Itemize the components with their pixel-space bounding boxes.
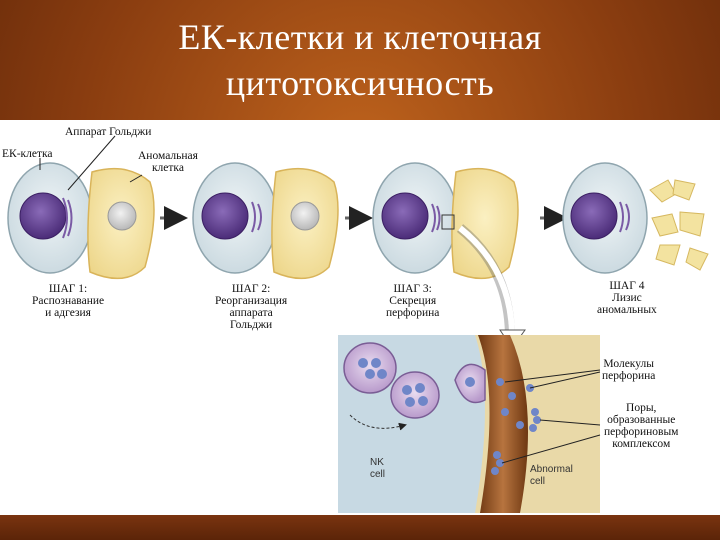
- golgi-2: [251, 201, 262, 233]
- pore-2: [491, 451, 504, 475]
- golgi-4: [619, 201, 630, 233]
- zoom-arrow: [458, 225, 515, 333]
- step2-cells: [192, 162, 339, 280]
- fragment-6: [685, 247, 709, 271]
- step3-cells: [372, 162, 519, 280]
- perforin-dot: [496, 378, 504, 386]
- step1-cells: [7, 162, 155, 280]
- transport-arrow: [349, 414, 407, 431]
- zoom-inset: NK cell Abnormal cell: [338, 335, 601, 513]
- slide-title: ЕК-клетки и клеточная цитотоксичность: [0, 14, 720, 106]
- title-line-1: ЕК-клетки и клеточная: [178, 17, 542, 57]
- abnormal-cell-label: Abnormal cell: [530, 464, 576, 487]
- nucleus-4: [570, 192, 618, 240]
- fragment-4: [679, 211, 705, 237]
- nk-cell-label: NK cell: [370, 457, 387, 480]
- fragment-1: [649, 179, 677, 203]
- abnormal-cell-3: [451, 167, 519, 280]
- vesicle-2: [390, 371, 440, 419]
- nucleus-1: [19, 192, 67, 240]
- abnormal-nucleus-2: [290, 201, 320, 231]
- pointer-pore-2: [501, 434, 601, 464]
- pointer-abnormal: [129, 174, 143, 183]
- pore-1: [529, 408, 541, 432]
- pointer-perforin-1: [504, 369, 601, 383]
- zoom-box: [441, 214, 455, 230]
- nucleus-3: [381, 192, 429, 240]
- membrane-band: [478, 335, 528, 513]
- pointer-golgi: [67, 135, 116, 191]
- vesicle-1: [343, 342, 397, 394]
- nucleus-2: [201, 192, 249, 240]
- label-golgi: Аппарат Гольджи: [65, 126, 152, 138]
- title-line-2: цитотоксичность: [225, 63, 495, 103]
- diagram-panel: NK cell Abnormal cell: [0, 120, 720, 515]
- pointer-perforin-2: [529, 371, 601, 389]
- fragment-3: [651, 213, 679, 237]
- pointer-pore-1: [539, 419, 601, 426]
- golgi-1: [62, 197, 73, 239]
- bottom-bar: [0, 515, 720, 540]
- abnormal-nucleus-1: [107, 201, 137, 231]
- label-ek-cell: ЕК-клетка: [2, 148, 53, 160]
- fragment-2: [672, 179, 696, 201]
- step4-cells: [562, 162, 709, 274]
- nk-cytotoxicity-diagram: NK cell Abnormal cell: [7, 135, 709, 513]
- golgi-3: [431, 203, 441, 233]
- fragment-5: [655, 244, 681, 266]
